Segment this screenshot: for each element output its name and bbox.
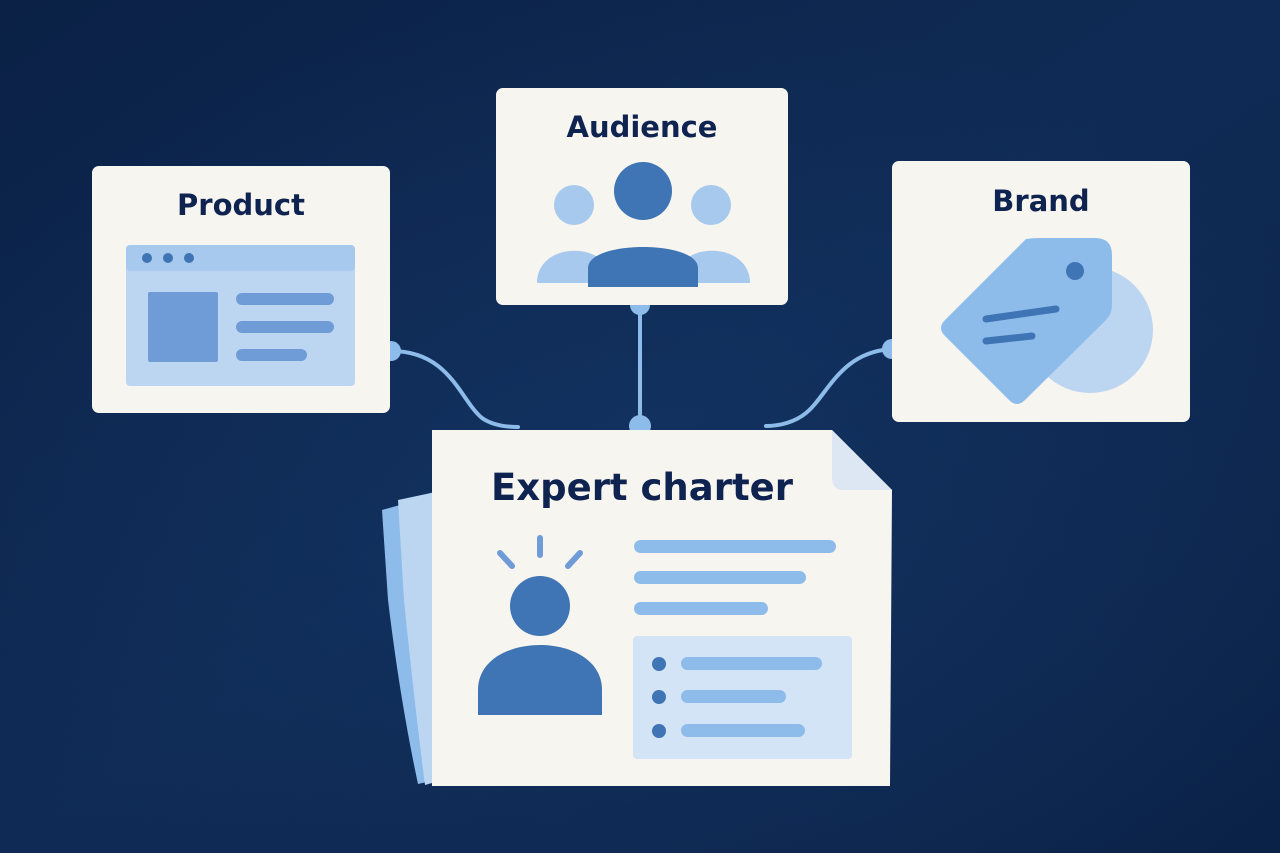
text-line — [634, 540, 836, 553]
text-line — [634, 602, 768, 615]
audience-card — [496, 88, 788, 305]
people-group-icon — [537, 162, 750, 287]
connector-brand-charter — [764, 347, 894, 428]
connectors — [389, 304, 894, 429]
brand-card — [892, 161, 1190, 422]
brand-card-title: Brand — [992, 184, 1090, 218]
text-line — [634, 571, 806, 584]
expert-person-icon — [478, 535, 602, 715]
product-card-title: Product — [177, 188, 305, 222]
text-lines — [634, 540, 836, 615]
connector-product-charter — [389, 349, 520, 429]
price-tag-icon — [941, 238, 1153, 404]
page-fold — [832, 430, 892, 490]
audience-card-title: Audience — [566, 110, 718, 144]
expert-charter-title: Expert charter — [490, 466, 794, 509]
checklist-panel — [633, 636, 852, 759]
browser-window-icon — [126, 245, 355, 386]
product-card — [92, 166, 390, 413]
expert-charter-card — [382, 430, 892, 786]
